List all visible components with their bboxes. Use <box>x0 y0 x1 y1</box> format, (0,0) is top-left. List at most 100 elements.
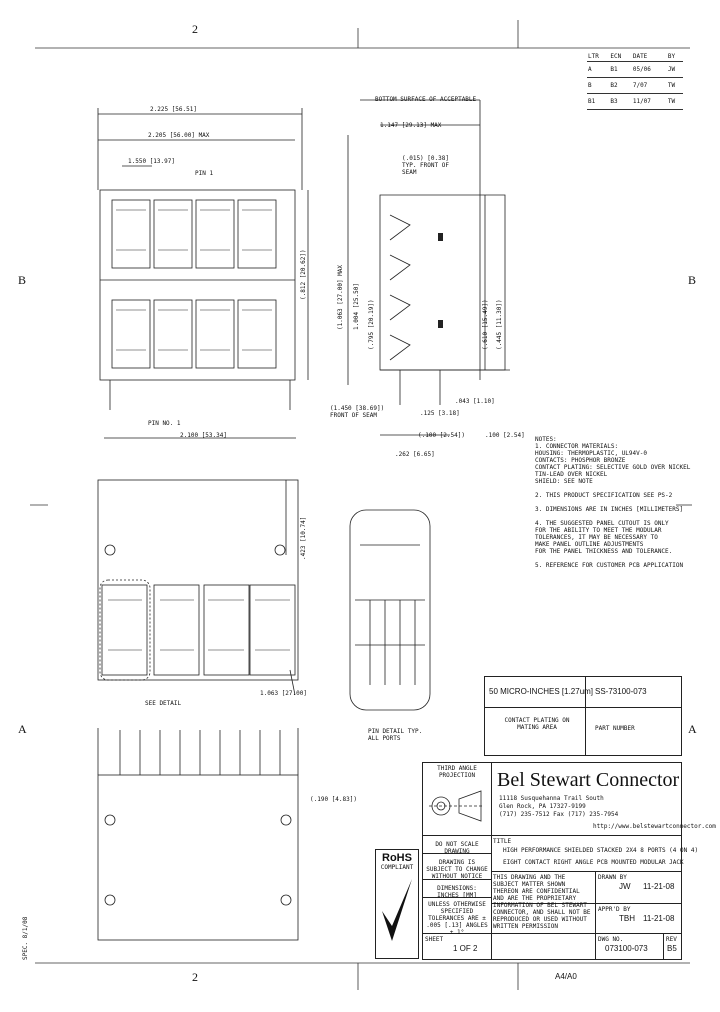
dim-d1: .125 [3.18] <box>420 410 460 417</box>
dimensions-units: DIMENSIONS: INCHES [MM] <box>437 885 477 899</box>
zone-top-left: 2 <box>192 22 198 36</box>
title-block: THIRD ANGLE PROJECTION Bel Stewart Conne… <box>375 762 716 960</box>
title-label: TITLE <box>493 838 512 845</box>
tolerance-note: UNLESS OTHERWISE SPECIFIED TOLERANCES AR… <box>426 901 488 936</box>
note-line <box>535 513 690 520</box>
rev-cell: 7/07 <box>631 77 667 94</box>
rev-cell: B1 <box>587 93 610 110</box>
dim-height-inner: 1.004 [25.50] <box>353 283 360 330</box>
company-phone: (717) 235-7512 Fax (717) 235-7954 <box>499 811 619 818</box>
drawn-by-value: JW <box>619 882 631 891</box>
note-line: TOLERANCES, IT MAY BE NECESSARY TO <box>535 534 658 541</box>
dim-pcb-ref: (.015) [0.38] TYP. FRONT OF SEAM <box>402 155 449 176</box>
rev-header-cell: DATE <box>631 52 667 62</box>
rev-cell: TW <box>666 77 683 94</box>
note-line: SHIELD: SEE NOTE <box>535 478 593 485</box>
dim-d2: .043 [1.10] <box>455 398 495 405</box>
company-website: http://www.belstewartconnector.com <box>593 823 716 830</box>
note-line <box>535 485 690 492</box>
title-line-1: HIGH PERFORMANCE SHIELDED STACKED 2X4 8 … <box>503 847 699 854</box>
note-line: 1. CONNECTOR MATERIALS: <box>535 443 619 450</box>
note-line: 4. THE SUGGESTED PANEL CUTOUT IS ONLY <box>535 520 669 527</box>
part-number-block: 50 MICRO-INCHES [1.27um] SS-73100-073 CO… <box>484 676 682 756</box>
rev-row: A B1 05/06 JW <box>587 61 683 78</box>
note-line: 3. DIMENSIONS ARE IN INCHES [MILLIMETERS… <box>535 506 684 513</box>
note-line: 5. REFERENCE FOR CUSTOMER PCB APPLICATIO… <box>535 562 684 569</box>
dim-height-max: (1.063 [27.00] MAX <box>337 264 344 330</box>
zone-left-upper: B <box>18 273 27 287</box>
spec-vertical-note: SPEC. 8/1/08 <box>22 916 29 960</box>
note-line: CONTACT PLATING: SELECTIVE GOLD OVER NIC… <box>535 464 691 471</box>
dim-bottom-width: 2.100 [53.34] <box>180 432 227 439</box>
pin-detail-drawing <box>349 509 431 711</box>
dim-side-h: .423 [10.74] <box>300 516 307 560</box>
front-view-drawing <box>97 108 309 439</box>
sheet-value: 1 OF 2 <box>453 944 478 953</box>
checkmark-icon <box>382 879 412 941</box>
note-line: TIN-LEAD OVER NICKEL <box>535 471 608 478</box>
note-line: MAKE PANEL OUTLINE ADJUSTMENTS <box>535 541 644 548</box>
dim-pitch: 1.550 [13.97] <box>128 158 175 165</box>
third-angle-projection-icon <box>429 790 483 822</box>
dim-height-left: (.812 [20.62]) <box>300 249 307 300</box>
drawn-by-label: DRAWN BY <box>598 874 627 881</box>
plating-value: 50 MICRO-INCHES [1.27um] <box>489 687 594 696</box>
company-address-2: Glen Rock, PA 17327-9199 <box>499 803 586 810</box>
note-line: FOR THE ABILITY TO MEET THE MODULAR <box>535 527 662 534</box>
rev-header-row: LTR ECN DATE BY <box>587 52 683 62</box>
dim-height-mid: (.795 [20.19]) <box>368 299 375 350</box>
dwg-number-label: DWG NO. <box>598 936 624 943</box>
rohs-badge: RoHS COMPLIANT <box>375 849 419 959</box>
rev-cell: 05/06 <box>631 61 667 78</box>
dim-d4: .100 [2.54] <box>485 432 525 439</box>
label-see-detail: SEE DETAIL <box>145 700 182 707</box>
rev-label: REV <box>666 936 677 943</box>
dim-d3: (.100 [2.54]) <box>418 432 465 439</box>
subject-to-change: DRAWING IS SUBJECT TO CHANGE WITHOUT NOT… <box>426 859 488 880</box>
approved-by-value: TBH <box>619 914 635 923</box>
plating-label: CONTACT PLATING ON MATING AREA <box>504 717 570 731</box>
rev-header-cell: ECN <box>609 52 632 62</box>
dim-pin1-bottom: PIN NO. 1 <box>148 420 181 427</box>
dim-bottom-surface: BOTTOM SURFACE OF ACCEPTABLE <box>375 96 477 103</box>
company-address-1: 11118 Susquehanna Trail South <box>499 795 604 802</box>
rohs-compliant-label: COMPLIANT <box>380 864 414 871</box>
sheet-label: SHEET <box>425 936 444 943</box>
dim-right-h2: (.445 [11.30]) <box>496 299 503 350</box>
rev-row: B1 B3 11/07 TW <box>587 93 683 110</box>
zone-bottom-left: 2 <box>192 970 198 984</box>
part-number-label: PART NUMBER <box>595 725 635 732</box>
rev-cell: B3 <box>609 93 632 110</box>
approved-date: 11-21-08 <box>643 914 675 923</box>
dim-bottom: (.190 [4.83]) <box>310 796 357 803</box>
dim-pin1: PIN 1 <box>195 170 214 177</box>
dim-max-width: 2.205 [56.00] MAX <box>148 132 210 139</box>
note-line: HOUSING: THERMOPLASTIC, UL94V-0 <box>535 450 647 457</box>
do-not-scale: DO NOT SCALE DRAWING <box>435 841 479 855</box>
label-pin-detail: PIN DETAIL TYP. ALL PORTS <box>368 728 423 742</box>
bottom-view-drawing <box>97 728 299 941</box>
rev-header-cell: BY <box>666 52 683 62</box>
side-view-drawing <box>347 99 510 436</box>
approved-by-label: APPR'D BY <box>598 906 631 913</box>
zone-left-lower: A <box>18 722 27 736</box>
rev-value: B5 <box>667 944 677 953</box>
drawn-date: 11-21-08 <box>643 882 675 891</box>
rev-cell: B <box>587 77 610 94</box>
note-line: CONTACTS: PHOSPHOR BRONZE <box>535 457 626 464</box>
rev-header-cell: LTR <box>587 52 610 62</box>
rev-cell: B1 <box>609 61 632 78</box>
rohs-label: RoHS <box>382 852 412 864</box>
note-line: FOR THE PANEL THICKNESS AND TOLERANCE. <box>535 548 673 555</box>
projection-label: THIRD ANGLE PROJECTION <box>437 765 477 779</box>
confidential-note: THIS DRAWING AND THE SUBJECT MATTER SHOW… <box>493 874 591 930</box>
title-line-2: EIGHT CONTACT RIGHT ANGLE PCB MOUNTED MO… <box>503 859 684 866</box>
dim-depth: 1.147 [29.13] MAX <box>380 122 442 129</box>
rev-cell: TW <box>666 93 683 110</box>
notes-title: NOTES: <box>535 436 557 443</box>
note-line: 2. THIS PRODUCT SPECIFICATION SEE PS-2 <box>535 492 673 499</box>
rev-cell: A <box>587 61 610 78</box>
company-name: Bel Stewart Connector <box>497 769 680 791</box>
dim-seam: (1.450 [38.69]) FRONT OF SEAM <box>330 405 385 419</box>
